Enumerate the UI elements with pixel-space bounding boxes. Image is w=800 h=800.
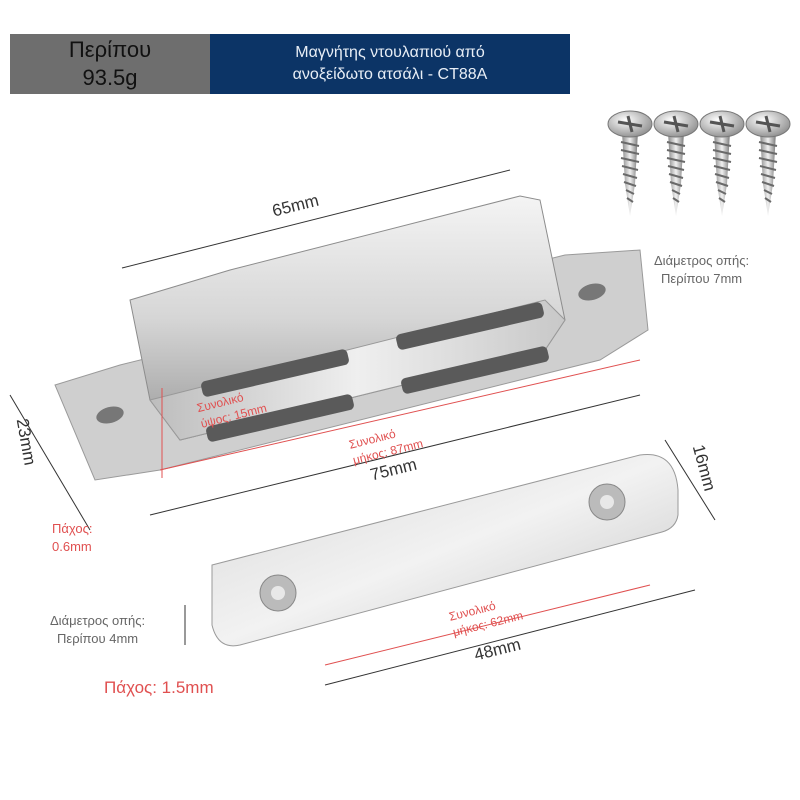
strike-plate	[211, 453, 679, 647]
weight-value: 93.5g	[82, 65, 138, 90]
product-title-line2: ανοξείδωτο ατσάλι - CT88A	[292, 66, 488, 83]
thickness-body-label: Πάχος: 0.6mm	[52, 521, 93, 554]
thickness-plate-label: Πάχος: 1.5mm	[104, 678, 214, 697]
screw-set-icon	[607, 110, 791, 216]
product-title-banner: Μαγνήτης ντουλαπιού από ανοξείδωτο ατσάλ…	[210, 34, 570, 94]
red-dimension-lines	[159, 359, 651, 666]
weight-badge: Περίπου 93.5g	[10, 34, 210, 94]
hole-diameter-small-label: Διάμετρος οπής: Περίπου 4mm	[50, 613, 146, 646]
magnet-catch-body	[54, 195, 649, 481]
weight-label: Περίπου	[68, 37, 152, 62]
product-title-line1: Μαγνήτης ντουλαπιού από	[295, 44, 485, 61]
dimension-lines	[9, 169, 716, 686]
hole-diameter-large-label: Διάμετρος οπής: Περίπου 7mm	[654, 253, 750, 286]
